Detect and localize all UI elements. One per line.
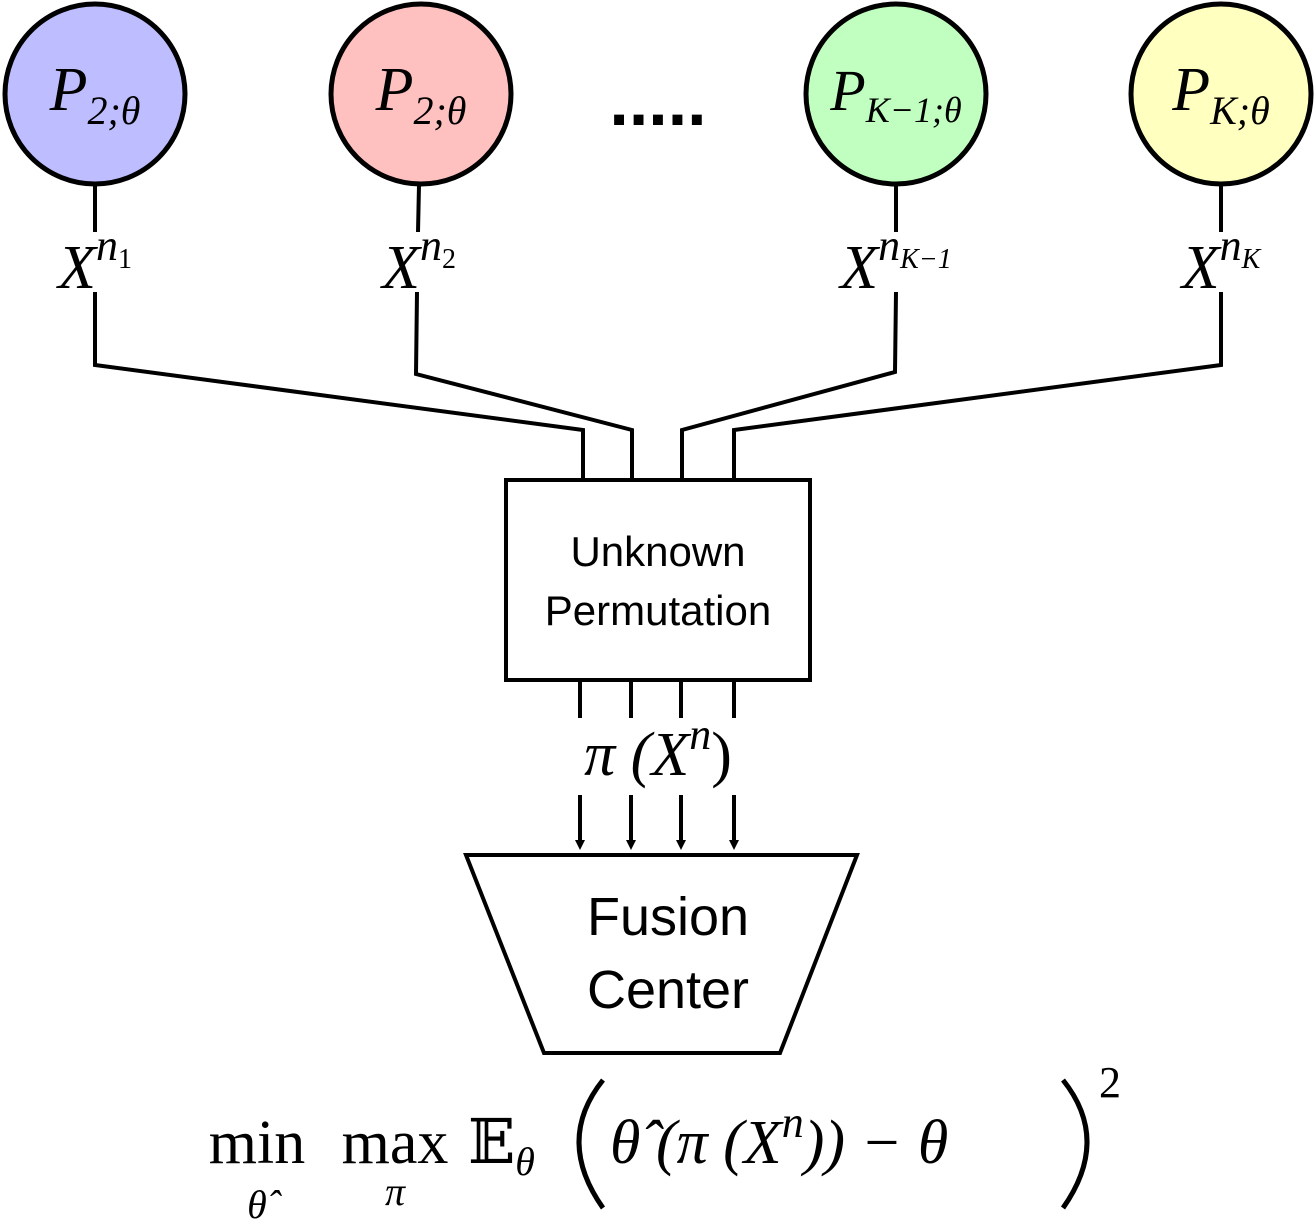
source-node-4: [1128, 1, 1314, 187]
source-node-1: [2, 1, 188, 187]
observation-label-1: Xn1: [55, 221, 132, 302]
permutation-box-line1: Unknown: [570, 528, 745, 575]
objective-body: θ̂ (π (Xn)) − θ: [610, 1098, 948, 1177]
observation-label-2: Xn2: [379, 221, 456, 302]
source-label-3: PK−1;θ: [829, 58, 961, 130]
permutation-box: [504, 478, 812, 682]
source-label-2: P2;θ: [375, 56, 467, 133]
connector-line-1b: [93, 292, 585, 480]
fusion-center: [463, 853, 860, 1055]
observation-label-3: XnK−1: [837, 221, 951, 302]
source-node-2: [328, 1, 514, 187]
fusion-center-line2: Center: [587, 960, 749, 1020]
fusion-center-line1: Fusion: [587, 887, 749, 947]
objective-max: max: [342, 1109, 449, 1177]
objective-expectation: 𝔼θ: [468, 1109, 535, 1184]
ellipsis: .....: [609, 62, 706, 140]
connector-line-3b: [680, 291, 898, 480]
objective-formula: min θ̂ max π 𝔼θ θ̂ (π (Xn)) − θ 2: [209, 1058, 1121, 1227]
source-node-3: [803, 1, 989, 187]
connector-line-2b: [413, 291, 634, 480]
objective-max-sub: π: [385, 1169, 406, 1214]
permutation-box-line2: Permutation: [545, 587, 771, 634]
connector-line-4b: [732, 292, 1223, 480]
connector-line-2: [416, 184, 421, 233]
objective-right-paren: [1060, 1078, 1090, 1210]
objective-min-sub: θ̂: [247, 1182, 282, 1227]
objective-left-paren: [576, 1078, 606, 1210]
source-label-1: P2;θ: [49, 56, 141, 133]
objective-power: 2: [1099, 1058, 1121, 1107]
permuted-data-label: π (Xn): [584, 710, 732, 789]
objective-min: min: [209, 1109, 305, 1177]
observation-label-4: XnK: [1179, 221, 1262, 302]
source-label-4: PK;θ: [1171, 56, 1270, 133]
